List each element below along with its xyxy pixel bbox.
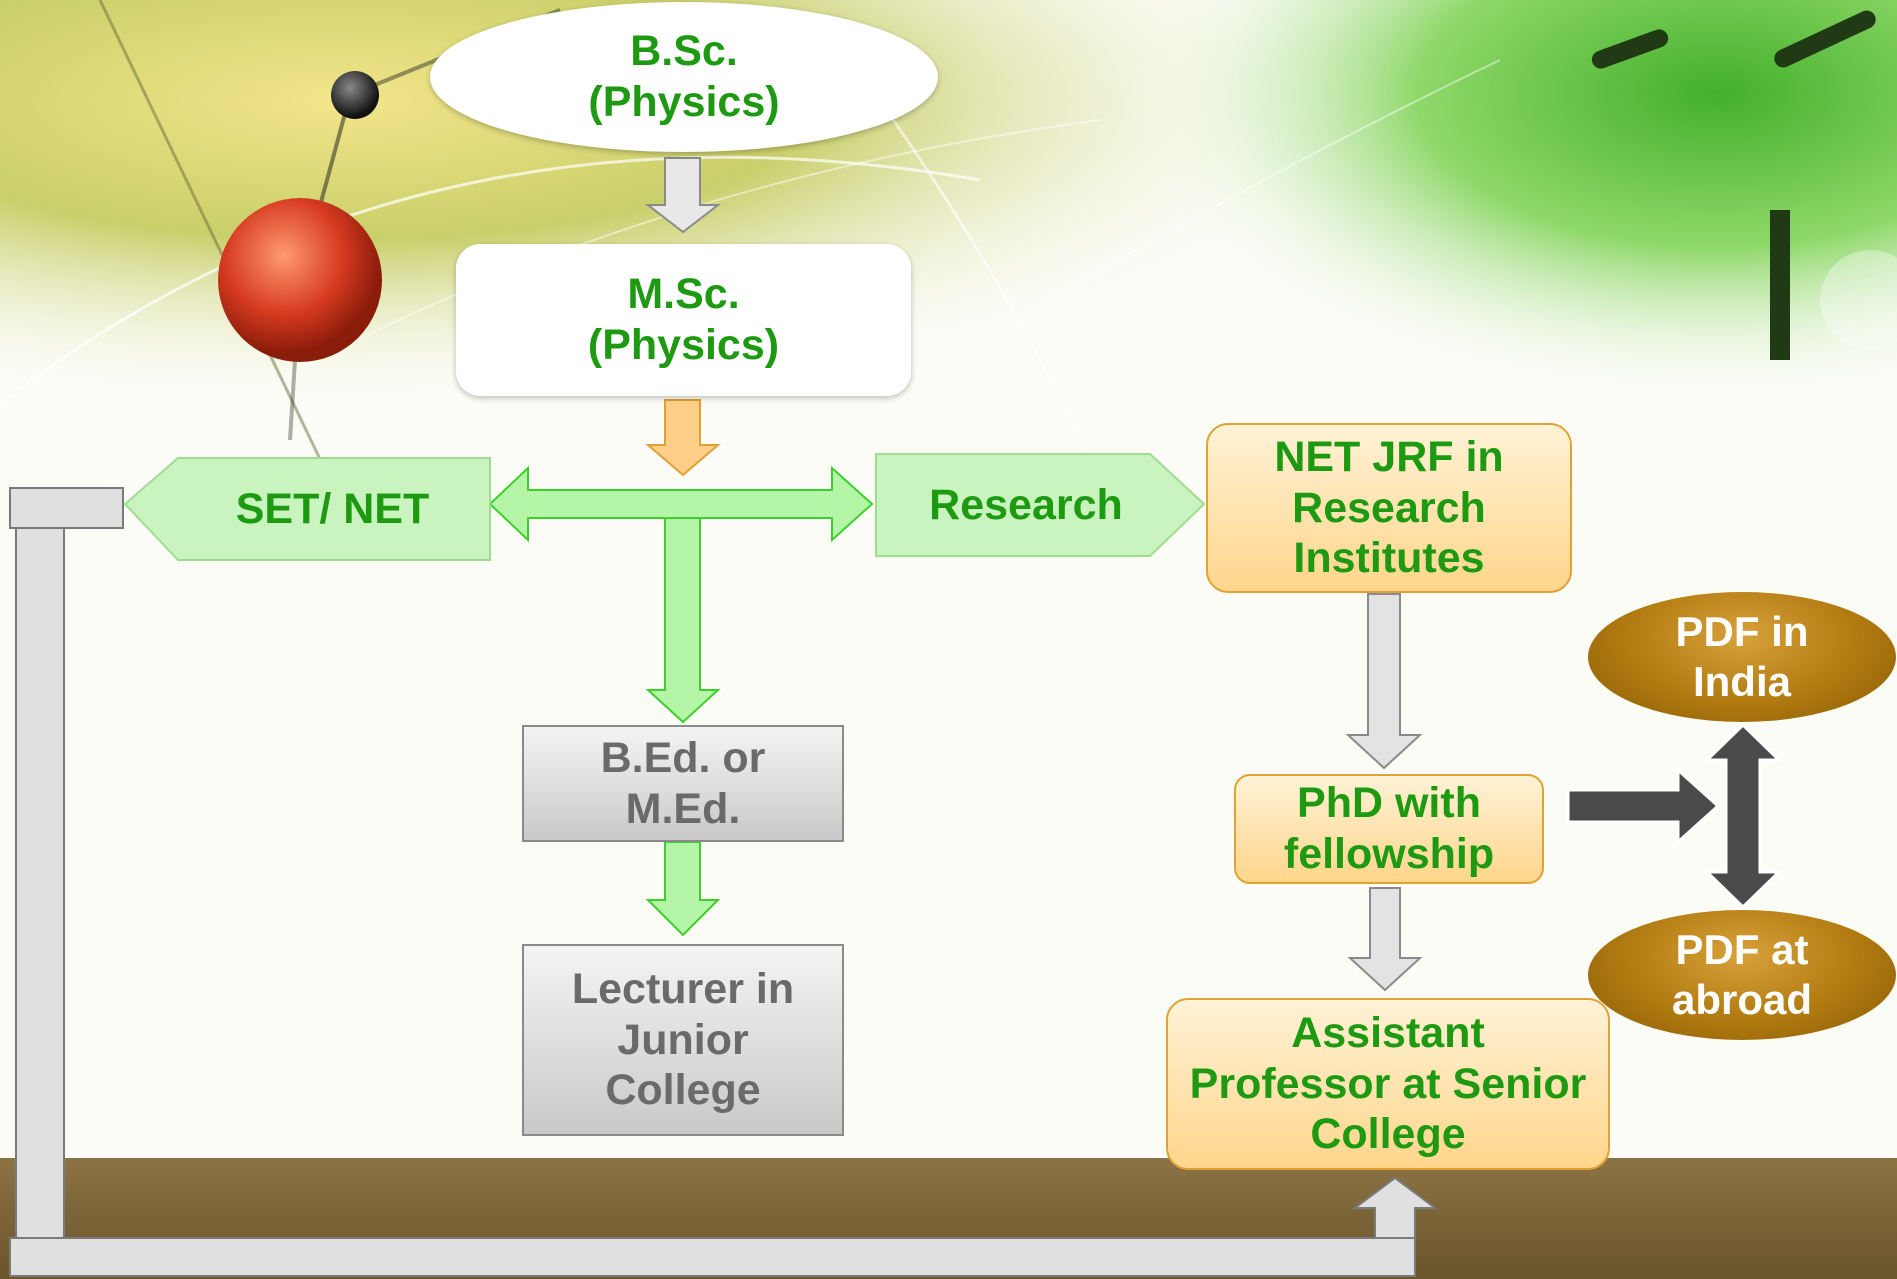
node-bsc-label: B.Sc. (Physics) <box>588 27 780 126</box>
node-research: Research <box>876 454 1176 556</box>
node-pdf-india: PDF in India <box>1588 592 1896 722</box>
arrow-set-net-research <box>488 465 874 543</box>
arrow-bed-to-lecturer <box>645 841 721 937</box>
node-lecturer: Lecturer in Junior College <box>522 944 844 1136</box>
arrow-netjrf-to-phd <box>1345 593 1423 770</box>
node-bed-med: B.Ed. or M.Ed. <box>522 725 844 842</box>
node-set-net-label: SET/ NET <box>235 484 430 533</box>
arrow-msc-to-split <box>645 399 721 477</box>
node-phd-label: PhD with fellowship <box>1283 779 1495 878</box>
node-asst-prof-label: Assistant Professor at Senior College <box>1189 1008 1587 1159</box>
research-shape <box>875 453 1206 557</box>
node-research-label: Research <box>929 480 1123 529</box>
node-pdf-india-label: PDF in India <box>1675 608 1809 705</box>
arrow-to-bed <box>645 517 721 724</box>
node-assistant-professor: Assistant Professor at Senior College <box>1166 998 1610 1170</box>
pipe-up-arrow <box>1352 1176 1438 1239</box>
node-pdf-abroad-label: PDF at abroad <box>1671 926 1813 1023</box>
node-net-jrf-label: NET JRF in Research Institutes <box>1274 432 1504 583</box>
pipe-horizontal <box>9 1237 1416 1277</box>
arrow-pdf-india-abroad <box>1703 722 1783 910</box>
arrow-phd-to-asst-prof <box>1347 887 1423 992</box>
node-net-jrf: NET JRF in Research Institutes <box>1206 423 1572 593</box>
arrow-phd-to-pdf <box>1566 766 1721 846</box>
pipe-cap <box>9 487 124 529</box>
arrow-bsc-to-msc <box>645 157 721 234</box>
set-net-shape <box>123 457 491 561</box>
node-bsc-physics: B.Sc. (Physics) <box>430 2 938 152</box>
node-lecturer-label: Lecturer in Junior College <box>571 964 795 1115</box>
node-pdf-abroad: PDF at abroad <box>1588 910 1896 1040</box>
node-set-net: SET/ NET <box>175 458 490 560</box>
pipe-vertical <box>15 527 65 1239</box>
node-phd: PhD with fellowship <box>1234 774 1544 884</box>
node-bed-label: B.Ed. or M.Ed. <box>600 733 766 833</box>
node-msc-physics: M.Sc. (Physics) <box>456 244 911 396</box>
node-msc-label: M.Sc. (Physics) <box>587 270 780 369</box>
